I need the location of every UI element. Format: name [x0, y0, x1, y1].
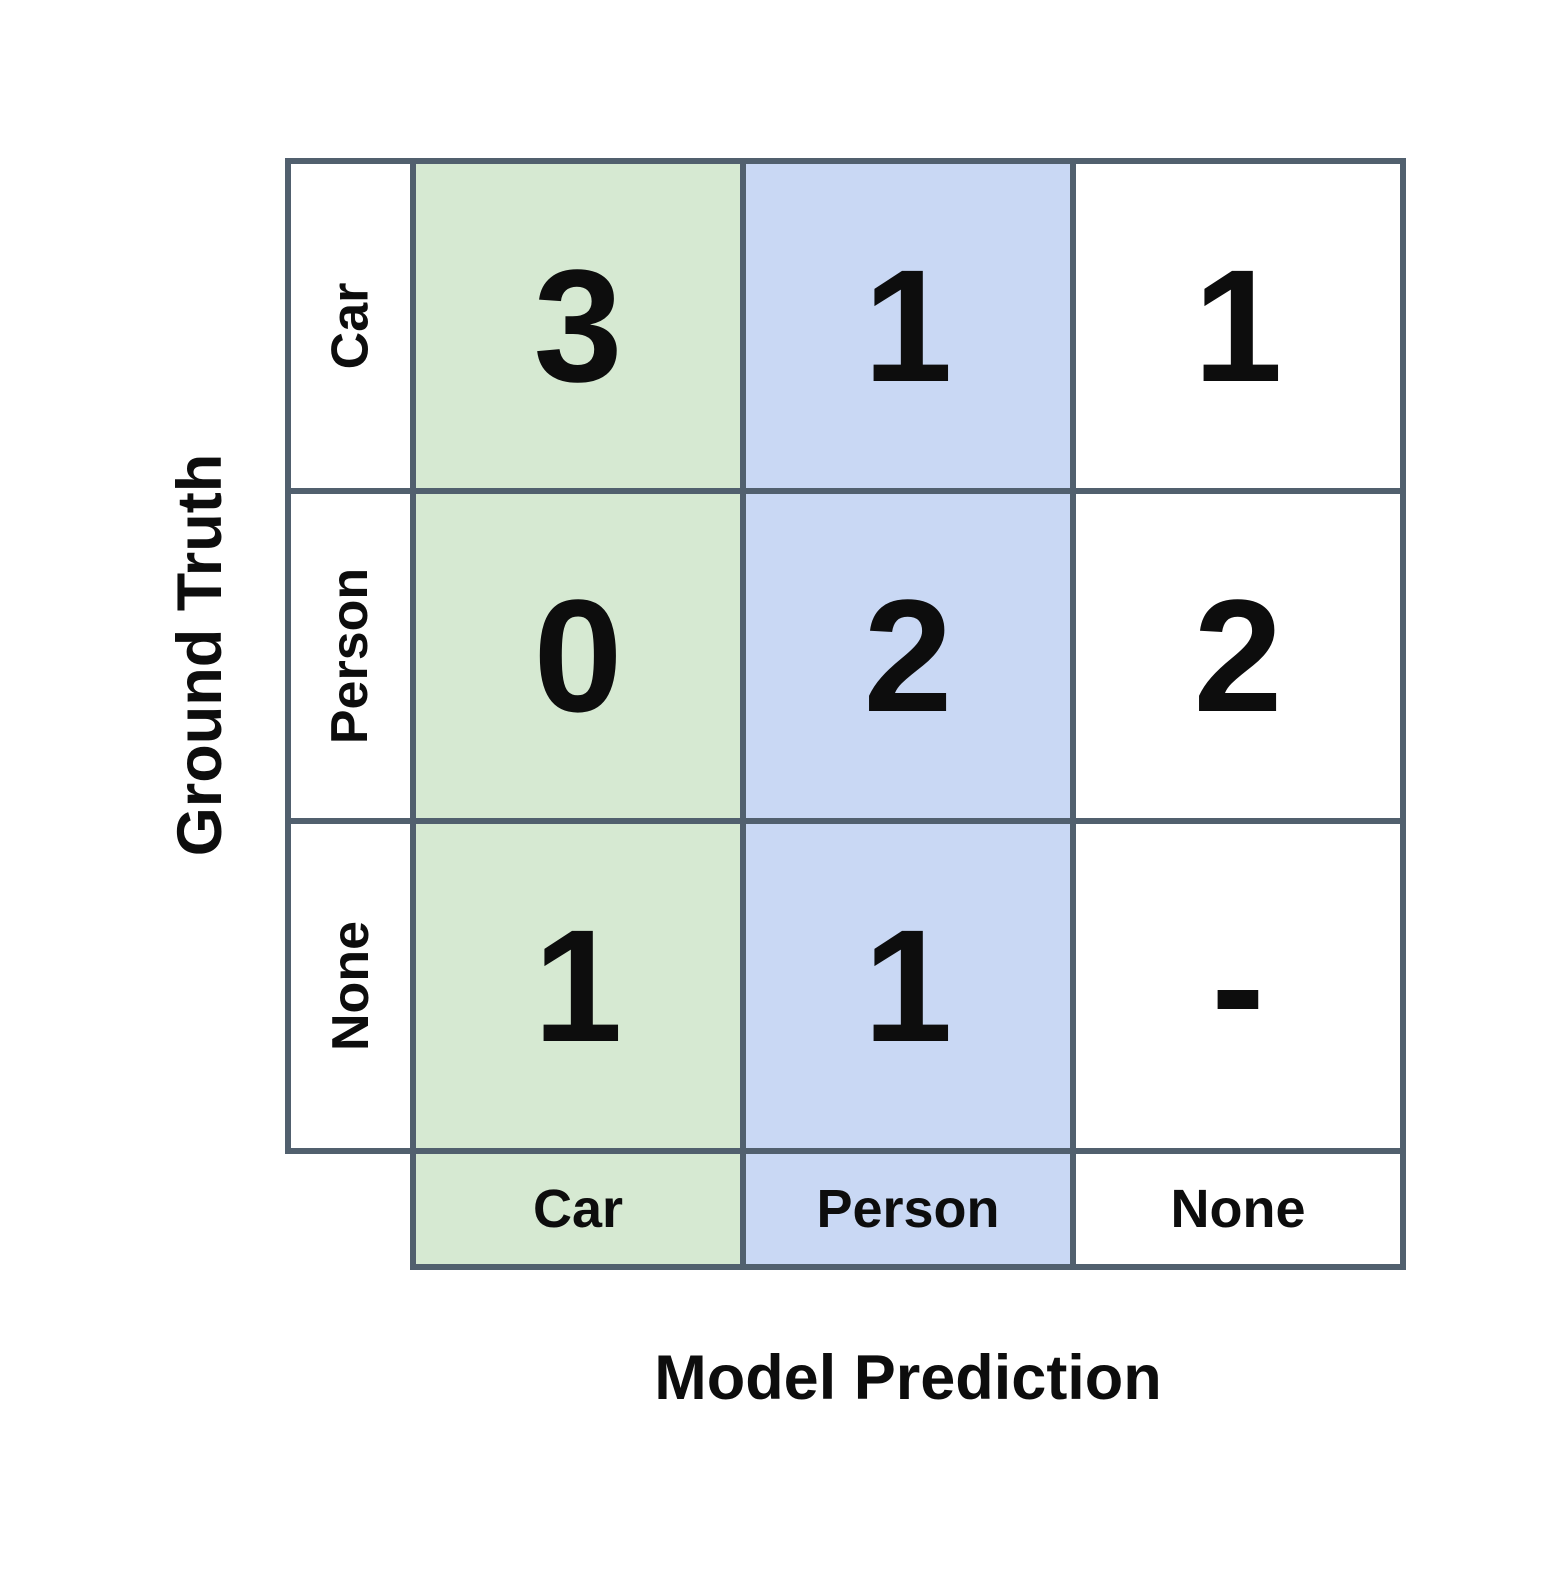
row-label-person: Person	[291, 494, 410, 818]
y-axis-title: Ground Truth	[165, 453, 235, 857]
row-label-person-text: Person	[321, 567, 380, 745]
row-label-car-text: Car	[321, 282, 380, 370]
cell-car-person: 1	[746, 164, 1070, 488]
cell-none-none: -	[1076, 824, 1400, 1148]
col-header-person: Person	[746, 1154, 1070, 1264]
row-label-car: Car	[291, 164, 410, 488]
cell-person-none: 2	[1076, 494, 1400, 818]
cell-car-none: 1	[1076, 164, 1400, 488]
matrix-grid: Car 3 1 1 Person 0 2 2 None 1 1 -	[285, 158, 1406, 1154]
x-axis-title: Model Prediction	[654, 1343, 1162, 1413]
col-header-none: None	[1076, 1154, 1400, 1264]
cell-car-car: 3	[416, 164, 740, 488]
col-header-car: Car	[416, 1154, 740, 1264]
column-header-row: Car Person None	[410, 1148, 1406, 1270]
cell-none-person: 1	[746, 824, 1070, 1148]
row-label-none-text: None	[321, 921, 380, 1051]
row-label-none: None	[291, 824, 410, 1148]
cell-none-car: 1	[416, 824, 740, 1148]
cell-person-car: 0	[416, 494, 740, 818]
cell-person-person: 2	[746, 494, 1070, 818]
